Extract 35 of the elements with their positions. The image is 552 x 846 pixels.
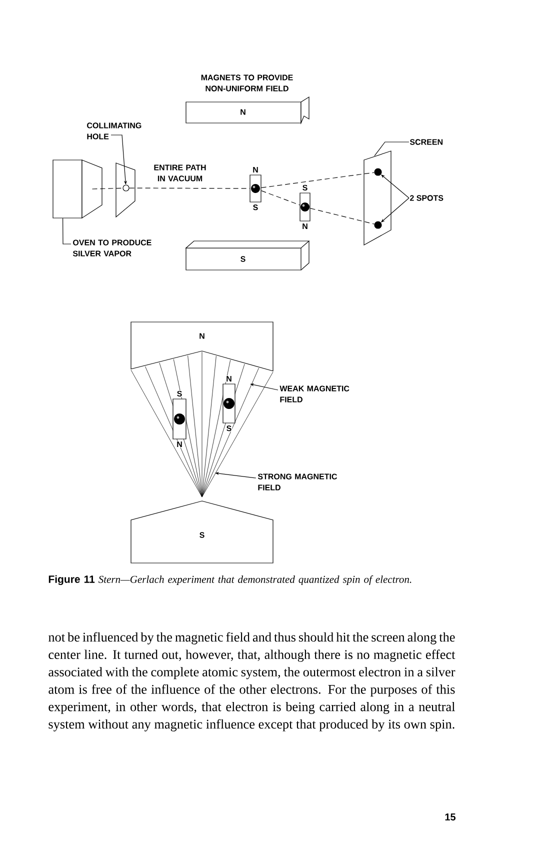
callout-label: SCREEN [410,139,442,145]
leader-line [374,142,410,156]
beam-path [261,190,300,206]
callout-label: 2 SPOTS [410,195,444,201]
node-label: S [253,204,258,210]
page-number: 15 [445,814,456,820]
callout-label: OVEN TO PRODUCE SILVER VAPOR [72,240,152,256]
beam-path [310,208,375,224]
atom-magnet: N S [250,166,262,211]
beam-path [261,172,375,188]
spot [374,168,382,176]
magnet-block: N [130,322,274,372]
callout-label: WEAK MAGNETIC FIELD [280,386,350,402]
node-label: S [302,184,308,191]
beam-path [92,188,123,190]
collimating-hole [122,184,130,192]
callout-label: COLLIMATING HOLE [87,122,142,140]
atom-magnet: N S [222,376,236,432]
node-label: N [226,376,232,382]
callout-label: MAGNETS TO PROVIDE NON-UNIFORM FIELD [201,74,293,92]
node-label: N [302,224,308,230]
beam-path [129,188,250,189]
callout-label: ENTIRE PATH IN VACUUM [154,164,206,182]
body-paragraph: not be influenced by the magnetic field and thus should hit the screen along the center line. It turned out, however, that, although there is no magnetic effect associated with the complete atomic system, the outermost electron in a silver atom is free of the influence of the other electrons. For the purposes of this experiment, in other words, that electron is being carried along in a neutral system without any magnetic influence except that produced by its own spin. [48,632,456,732]
atom-magnet: S N [172,390,186,448]
node-label: S [177,390,182,397]
node-label: N [177,442,182,448]
node-label: N [253,167,258,173]
node-label: S [226,426,232,432]
figure-caption: Figure 11 Stern—Gerlach experiment that demonstrated quantized spin of electron. [48,575,412,586]
spot [374,221,382,229]
magnet-block: S [130,500,274,564]
callout-label: STRONG MAGNETIC FIELD [258,474,338,490]
leader-line [62,218,72,244]
atom-magnet: S N [300,184,310,230]
